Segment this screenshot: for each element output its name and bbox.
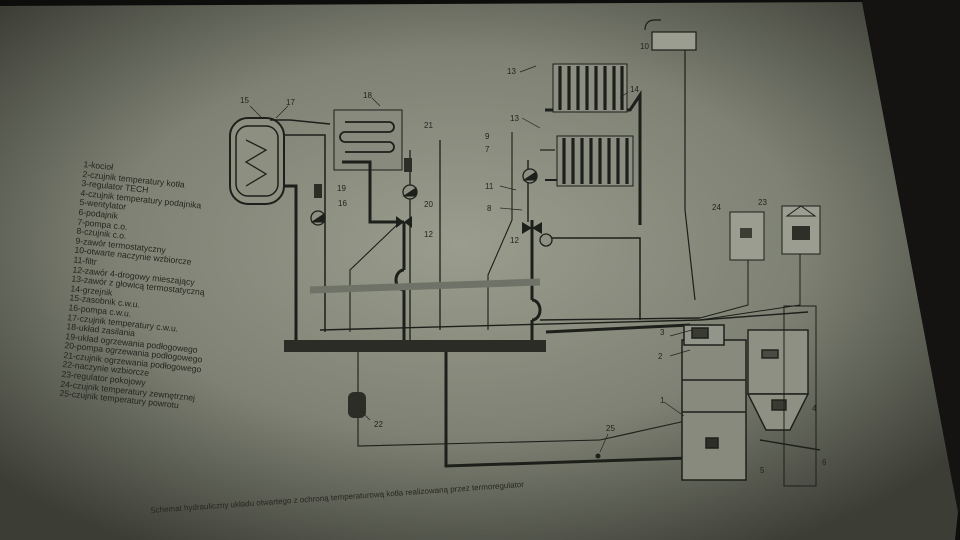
callout-23: 23: [758, 198, 767, 207]
callout-1: 1: [660, 396, 665, 405]
floor-heating-box: [333, 109, 403, 171]
radiator-lower: [556, 135, 634, 187]
return-sensor: [595, 453, 601, 459]
callout-8: 8: [487, 204, 492, 213]
open-expansion-vessel: [651, 31, 697, 51]
callout-13-upper: 13: [507, 67, 516, 76]
dhw-tank: [229, 117, 285, 205]
valve-actuator: [539, 233, 553, 247]
callout-25: 25: [606, 424, 615, 433]
dhw-supply-pipe: [284, 184, 298, 340]
background-right: [862, 0, 960, 512]
legend-list: 1-kocioł 2-czujnik temperatury kotła 3-r…: [59, 159, 323, 424]
mixing-valve-floor: [396, 216, 412, 228]
distribution-manifold: [284, 340, 546, 352]
callout-17: 17: [286, 98, 295, 107]
callout-7: 7: [485, 145, 490, 154]
callout-12-floor: 12: [424, 230, 433, 239]
callout-24: 24: [712, 203, 721, 212]
callout-14: 14: [630, 85, 639, 94]
callout-2: 2: [658, 352, 663, 361]
callout-15: 15: [240, 96, 249, 105]
membrane-expansion-vessel: [348, 392, 366, 418]
floor-sensor: [404, 158, 412, 172]
mixing-valve-radiator: [522, 222, 542, 234]
callout-4: 4: [812, 404, 817, 413]
callout-5: 5: [760, 466, 765, 475]
callout-21: 21: [424, 121, 433, 130]
callout-18: 18: [363, 91, 372, 100]
callout-6: 6: [822, 458, 827, 467]
radiator-upper: [552, 63, 628, 113]
callout-11: 11: [485, 182, 494, 191]
callout-13-lower: 13: [510, 114, 519, 123]
fuel-feeder: [746, 305, 821, 487]
dhw-sensor: [314, 184, 322, 198]
callout-3: 3: [660, 328, 665, 337]
callout-22: 22: [374, 420, 383, 429]
boiler: [681, 324, 747, 481]
callout-9: 9: [485, 132, 490, 141]
callout-10: 10: [640, 42, 649, 51]
callout-20: 20: [424, 200, 433, 209]
callout-16: 16: [338, 199, 347, 208]
callout-19: 19: [337, 184, 346, 193]
callout-12-radiator: 12: [510, 236, 519, 245]
